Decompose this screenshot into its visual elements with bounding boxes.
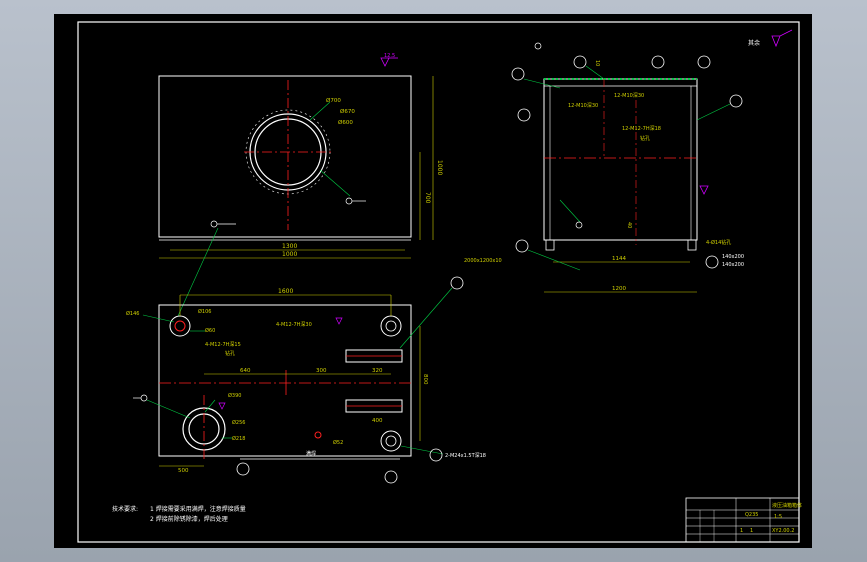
side-foot-right (687, 239, 697, 251)
side-bubble-3 (651, 55, 665, 69)
dim-height-2: 700 (424, 192, 431, 204)
side-label-0: 12-M10深30 (568, 102, 598, 109)
hole-label-5: Ø390 (228, 392, 241, 399)
side-label-4: 2000x1200x10 (464, 258, 502, 264)
hole-leader-0 (142, 314, 175, 323)
bubble-bottom (236, 462, 250, 476)
finish-mark: 12.5 (384, 53, 395, 59)
flange-label-2: Ø670 (340, 108, 355, 115)
flange-leader-1 (309, 101, 331, 121)
hole-tr-inner (385, 320, 397, 332)
tb-material: Q235 (745, 512, 758, 518)
dim-height: 1000 (436, 160, 443, 175)
side-bubble-6 (517, 108, 531, 122)
hole-br-outer (380, 430, 402, 452)
hole-label-0: Ø146 (126, 310, 139, 317)
roughness-icon (380, 57, 390, 67)
bubble-bottom-2 (384, 470, 398, 484)
side-leader-7 (527, 249, 581, 271)
side-label-2: 4-Ø14钻孔 (706, 239, 731, 246)
flange-label-3: Ø600 (338, 119, 353, 126)
side-label-1: 12-M12-7H深18 (622, 125, 661, 132)
plan-view: 1600 640 300 320 400 800 500 Ø146 Ø106 Ø… (126, 276, 486, 484)
hole-tl-inner (174, 320, 186, 332)
roughness-note-icon (771, 29, 793, 48)
bubble-right (450, 276, 464, 290)
hole-label-4: 钻孔 (225, 350, 235, 357)
notes-line-2: 2 焊接前除锈除漆，焊后处理 (150, 515, 228, 523)
plan-dim-seg3: 320 (372, 368, 383, 374)
side-dim-gap: 10 (594, 60, 600, 66)
hole-br-inner (385, 435, 397, 447)
leader-to-plan (177, 227, 219, 317)
side-bubble-1 (511, 67, 525, 81)
hole-label-1: Ø106 (198, 308, 211, 315)
plan-roughness-icon (335, 317, 343, 325)
tb-drawing-no: XY2.00.2 (772, 528, 794, 534)
dim-width-2: 1000 (282, 251, 297, 258)
side-block-1: 140x200 (722, 254, 744, 260)
plan-dim-seg1: 640 (240, 368, 251, 374)
side-dim-inner-label: 1144 (612, 256, 626, 262)
flange-label-1: Ø700 (326, 97, 341, 104)
side-weld-icon (575, 221, 583, 229)
weld-leader-3 (146, 399, 191, 419)
plan-roughness-icon-2 (218, 402, 226, 410)
plan-dim-top-label: 1600 (278, 288, 293, 295)
side-bubble-2 (573, 55, 587, 69)
hole-label-9: Ø52 (333, 439, 343, 446)
side-dim-outer-label: 1200 (612, 286, 626, 292)
side-label-3: 钻孔 (640, 135, 650, 142)
hole-leader-5 (204, 399, 216, 413)
callout-text: 2-M24x1.5T深18 (445, 452, 486, 459)
dim-width-1: 1300 (282, 243, 297, 250)
side-roughness-icon (699, 185, 709, 195)
title-block-frame (685, 497, 800, 543)
tb-name: 液压油箱箱体 (772, 502, 802, 509)
side-bubble-8 (705, 255, 719, 269)
hole-label-6: Ø256 (232, 419, 245, 426)
side-top-dims: 12-M10深30 (614, 92, 644, 99)
sheet-border (77, 21, 800, 543)
hole-label-2: Ø60 (205, 327, 215, 334)
weld-note: 满焊 (306, 450, 316, 457)
small-hole (314, 431, 322, 439)
hole-label-3: 4-M12-7H深15 (205, 341, 241, 348)
tb-sheet: 1 (750, 528, 753, 534)
top-view: 1300 1000 1000 700 Ø700 Ø670 Ø600 12.5 (158, 53, 443, 317)
side-bubble-5 (729, 94, 743, 108)
plan-dim-right-label: 800 (422, 374, 428, 385)
side-leader-2 (585, 65, 605, 80)
plan-dim-seg4: 400 (372, 418, 383, 424)
side-view: 1144 1200 40 10 12-M10深30 12-M12-7H深18 4… (464, 42, 744, 293)
side-bubble-7 (515, 239, 529, 253)
weld-leader (319, 169, 351, 197)
side-bubble-4 (697, 55, 711, 69)
callout-leader (400, 445, 444, 455)
tb-qty: 1 (740, 528, 743, 534)
callout-bubble (429, 448, 443, 462)
hole-label-7: Ø218 (232, 435, 245, 442)
side-leader-5 (696, 103, 731, 121)
hole-label-8: 4-M12-7H深30 (276, 321, 312, 328)
title-block: 液压油箱箱体 Q235 1:5 XY2.00.2 1 1 (685, 497, 802, 543)
tb-scale: 1:5 (774, 514, 782, 520)
side-block-2: 140x200 (722, 262, 744, 268)
notes-title: 技术要求: (112, 505, 138, 513)
side-foot-left (545, 239, 555, 251)
side-dim-flat: 40 (626, 222, 632, 228)
side-leader-1 (523, 78, 561, 89)
notes-line-1: 1 焊接需要采用满焊，注意焊接质量 (150, 505, 246, 513)
roughness-note: 其余 (748, 39, 760, 47)
bubble-right-leader (399, 287, 453, 349)
plan-dim-seg2: 300 (316, 368, 327, 374)
plan-dim-bl-label: 500 (178, 468, 189, 474)
side-leader-8 (559, 199, 581, 223)
side-weld-icon-top (534, 42, 542, 50)
